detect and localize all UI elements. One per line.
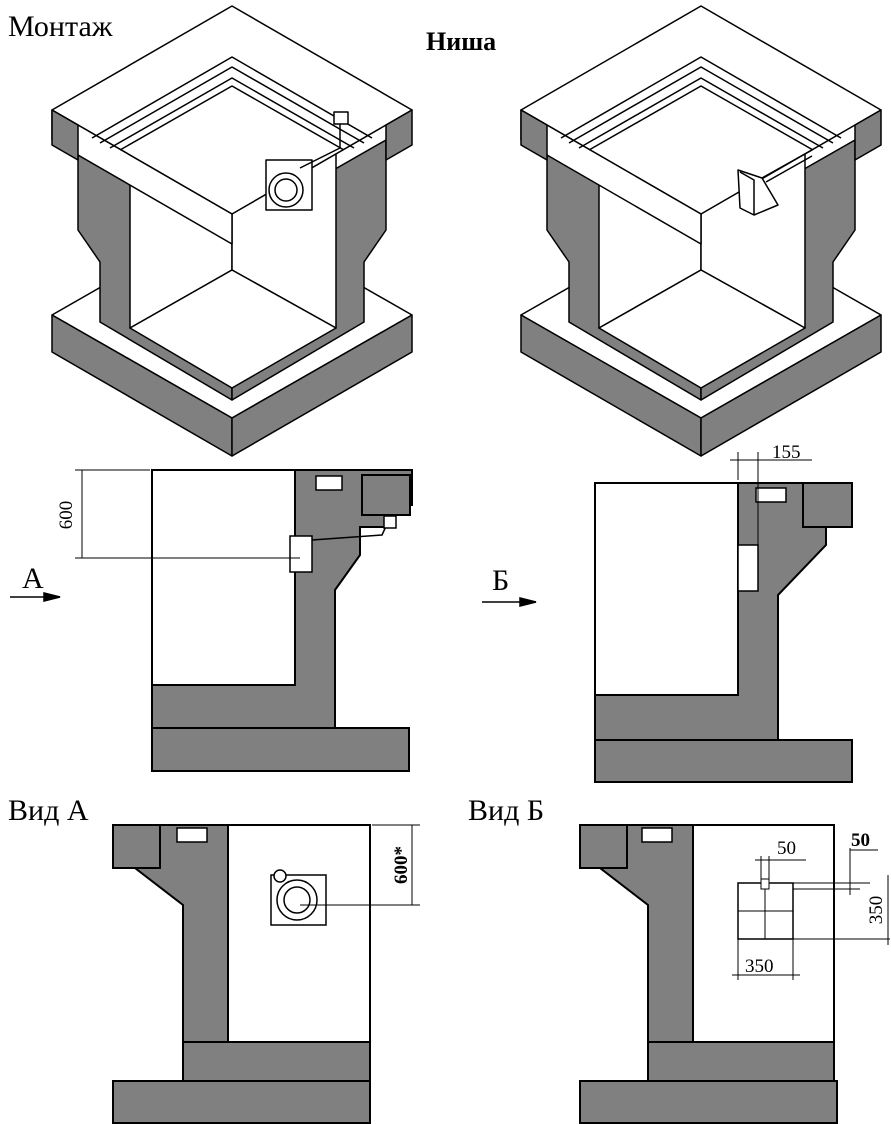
section-a — [151, 469, 413, 772]
dimension-50-right: 50 — [851, 830, 870, 851]
dimension-600-star: 600* — [391, 846, 412, 884]
section-a-dimension — [75, 469, 300, 559]
arrow-a — [10, 592, 61, 602]
arrow-b — [482, 597, 537, 607]
isometric-niche — [520, 5, 882, 457]
arrow-b-label: Б — [492, 564, 509, 597]
section-b-dimension — [730, 452, 812, 548]
view-a — [112, 824, 371, 1124]
dimension-350-width: 350 — [745, 956, 774, 977]
title-niche: Ниша — [426, 27, 496, 56]
section-b — [594, 482, 853, 783]
dimension-350-height: 350 — [866, 896, 887, 925]
title-view-a: Вид А — [8, 794, 89, 827]
view-a-dimension — [300, 824, 420, 906]
view-b — [579, 824, 838, 1124]
isometric-montage — [51, 5, 413, 457]
arrow-a-label: А — [22, 562, 44, 595]
view-b-dimensions — [732, 848, 890, 980]
title-view-b: Вид Б — [468, 794, 544, 827]
dimension-600-section-a: 600 — [56, 501, 77, 530]
dimension-155: 155 — [772, 442, 801, 463]
dimension-50-top: 50 — [777, 838, 796, 859]
title-montage: Монтаж — [8, 10, 113, 43]
